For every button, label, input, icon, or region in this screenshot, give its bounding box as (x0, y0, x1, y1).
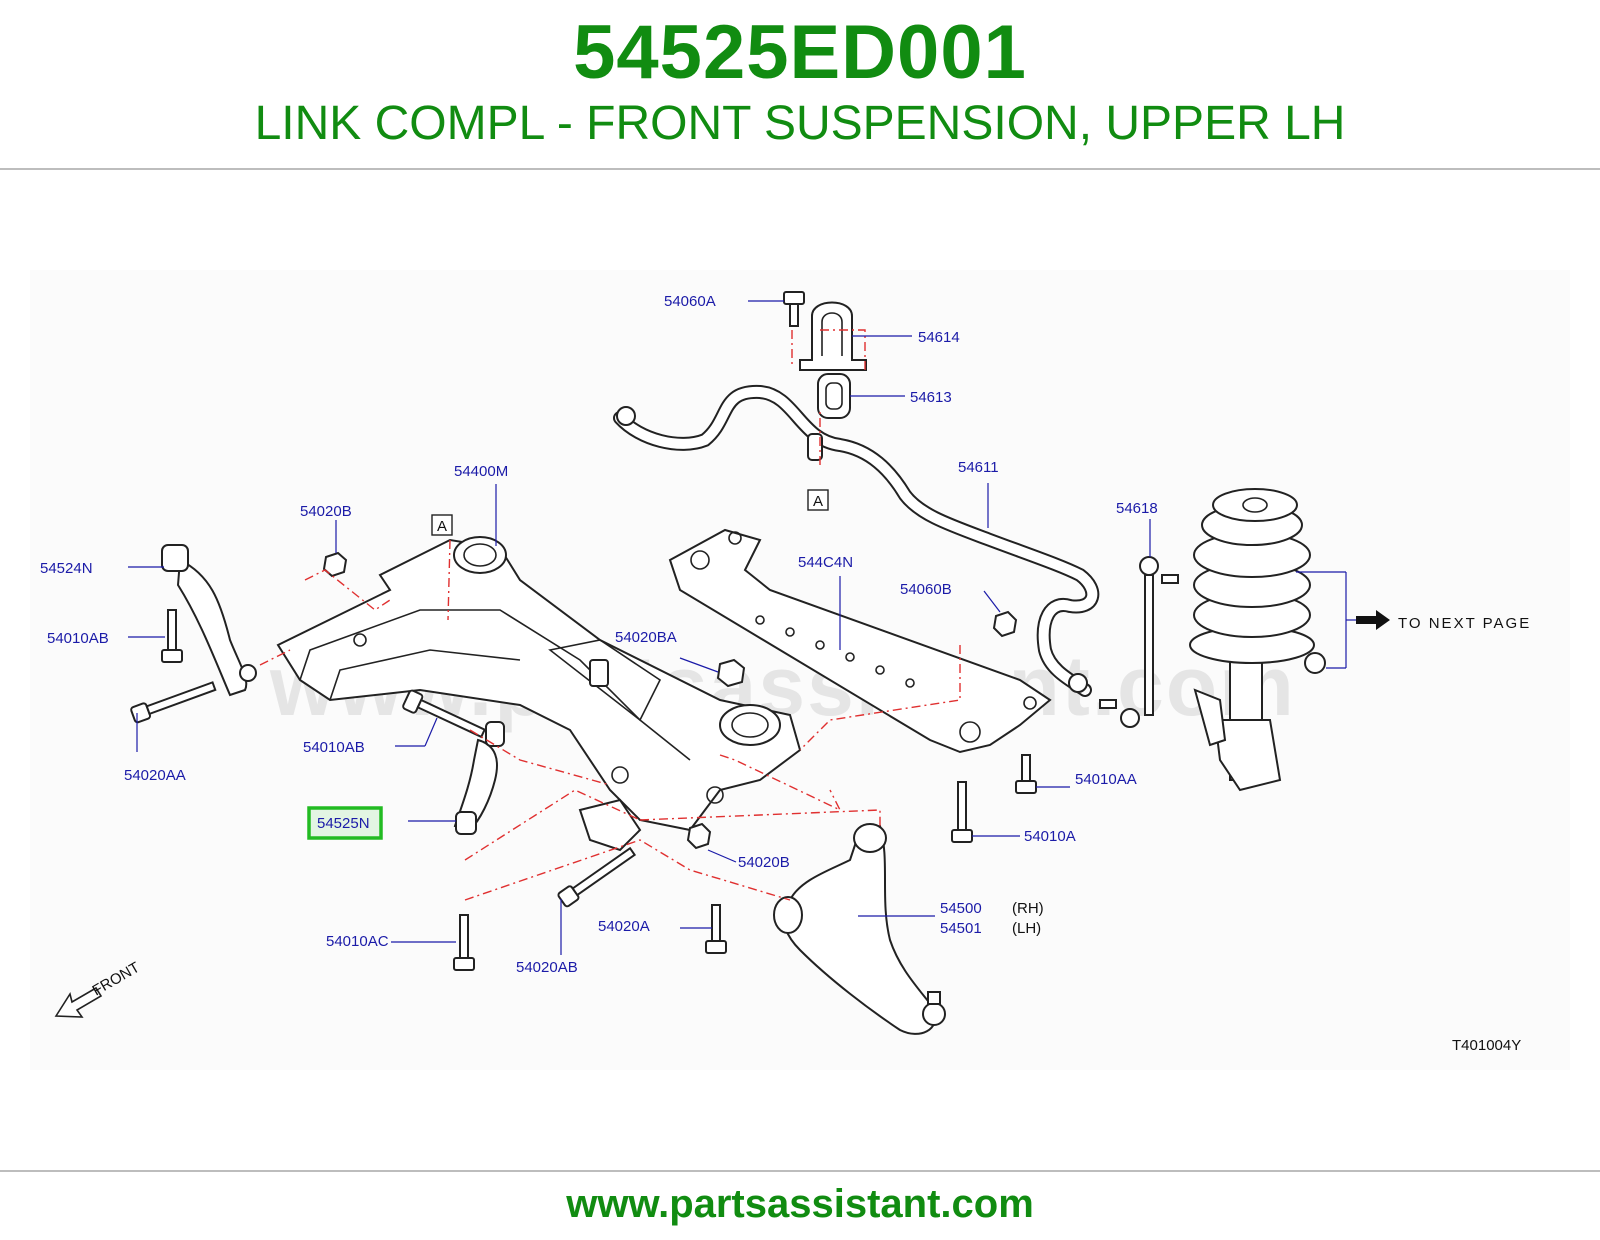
arrow-right-icon (1356, 610, 1390, 630)
leader-lines (128, 300, 1362, 955)
callout-54614[interactable]: 54614 (918, 329, 960, 346)
svg-text:A: A (813, 493, 823, 510)
callout-54010AB-mid[interactable]: 54010AB (303, 739, 365, 756)
next-page-pointer[interactable]: TO NEXT PAGE (1356, 610, 1531, 632)
bushing-clamp-54614 (799, 301, 867, 371)
callout-54020A[interactable]: 54020A (598, 918, 650, 935)
callout-54010AC[interactable]: 54010AC (326, 933, 389, 950)
callout-54501[interactable]: 54501 (940, 920, 982, 937)
section-marker-a-left: A (431, 514, 453, 536)
stabilizer-link-54618 (1099, 556, 1179, 728)
callout-54060A-top[interactable]: 54060A (664, 293, 716, 310)
footer-divider (0, 1170, 1600, 1172)
callout-54020BA[interactable]: 54020BA (615, 629, 677, 646)
section-marker-a-right: A (807, 489, 829, 511)
callout-54400M[interactable]: 54400M (454, 463, 508, 480)
callout-54524N[interactable]: 54524N (40, 560, 93, 577)
stabilizer-bushing-54613 (817, 373, 851, 419)
front-arrow-icon (54, 986, 103, 1018)
callout-54501-side: (LH) (1012, 920, 1041, 937)
fasteners (130, 551, 1037, 971)
strut-assembly (1189, 488, 1326, 792)
callout-54500[interactable]: 54500 (940, 900, 982, 917)
page-header: 54525ED001 LINK COMPL - FRONT SUSPENSION… (0, 0, 1600, 170)
reference-code: T401004Y (1452, 1037, 1521, 1054)
svg-text:A: A (437, 518, 447, 535)
footer-url[interactable]: www.partsassistant.com (566, 1182, 1034, 1226)
bolt-54060A (783, 291, 805, 327)
upper-link-54524N (161, 544, 257, 697)
callout-54500-side: (RH) (1012, 900, 1044, 917)
callout-54020B-top[interactable]: 54020B (300, 503, 352, 520)
assembly-lines (259, 329, 961, 901)
callout-54060B[interactable]: 54060B (900, 581, 952, 598)
lower-control-arm-54500 (773, 823, 946, 1035)
callout-54611[interactable]: 54611 (958, 459, 999, 476)
callout-54020AA[interactable]: 54020AA (124, 767, 186, 784)
callout-54020B-bottom[interactable]: 54020B (738, 854, 790, 871)
callout-544C4N[interactable]: 544C4N (798, 554, 853, 571)
callout-54010AA[interactable]: 54010AA (1075, 771, 1137, 788)
next-page-label[interactable]: TO NEXT PAGE (1398, 615, 1531, 632)
callout-54613[interactable]: 54613 (910, 389, 952, 406)
callout-54525N[interactable]: 54525N (317, 815, 370, 832)
cross-member-544C4N (668, 528, 1052, 754)
front-subframe-54400M (276, 536, 802, 852)
callout-labels: 54060A 54614 54613 54611 54400M 54020B 5… (40, 293, 1158, 976)
header-divider (0, 168, 1600, 170)
upper-link-54525N (453, 721, 505, 835)
stabilizer-bar-54611 (613, 384, 1100, 697)
callout-54010AB-left[interactable]: 54010AB (47, 630, 109, 647)
part-number: 54525ED001 (573, 10, 1027, 95)
callout-54010A[interactable]: 54010A (1024, 828, 1076, 845)
part-title: LINK COMPL - FRONT SUSPENSION, UPPER LH (254, 97, 1346, 150)
highlight-box-54525N (307, 806, 383, 840)
callout-54618[interactable]: 54618 (1116, 500, 1158, 517)
callout-54020AB[interactable]: 54020AB (516, 959, 578, 976)
